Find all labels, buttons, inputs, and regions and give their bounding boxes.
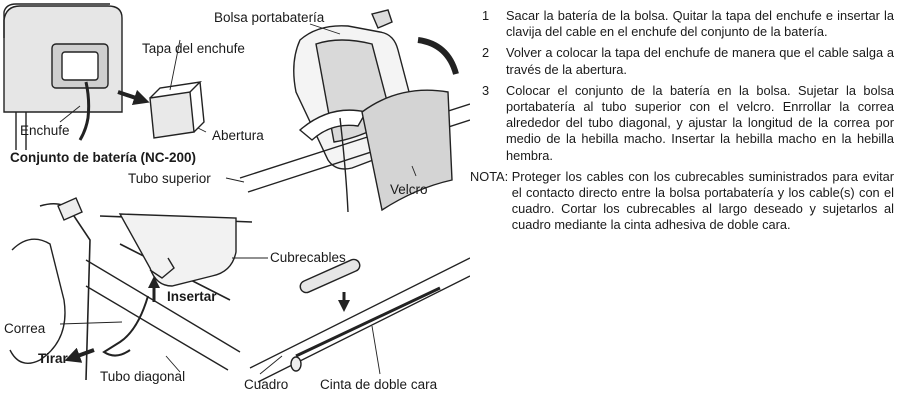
label-cinta: Cinta de doble cara — [320, 377, 438, 392]
step-number: 3 — [482, 82, 490, 98]
step-number: 2 — [482, 45, 490, 61]
step-2: 2 Volver a colocar la tapa del enchufe d… — [470, 45, 894, 77]
label-tubo-diagonal: Tubo diagonal — [100, 369, 186, 384]
step-3: 3 Colocar el conjunto de la batería en l… — [470, 83, 894, 164]
label-abertura: Abertura — [212, 128, 264, 143]
step-1: 1 Sacar la batería de la bolsa. Quitar l… — [470, 8, 894, 40]
assembly-figure: Bolsa portabatería Tapa del enchufe Ench… — [3, 3, 470, 392]
label-conjunto: Conjunto de batería (NC-200) — [10, 150, 197, 165]
label-enchufe: Enchufe — [20, 123, 70, 138]
frame-tube-drawing — [249, 257, 470, 383]
step-number: 1 — [482, 8, 490, 23]
step-text: Volver a colocar la tapa del enchufe de … — [506, 45, 894, 77]
note-text: Proteger los cables con los cubrecables … — [511, 168, 894, 233]
label-tirar: Tirar — [38, 351, 68, 366]
label-correa: Correa — [4, 321, 46, 336]
label-cubrecables: Cubrecables — [270, 250, 346, 265]
label-tapa: Tapa del enchufe — [142, 41, 245, 56]
note-label: NOTA: — [470, 168, 512, 184]
illustration — [3, 3, 470, 383]
step-text: Sacar la batería de la bolsa. Quitar la … — [506, 8, 894, 40]
mounted-pouch-drawing — [118, 213, 237, 287]
label-insertar: Insertar — [167, 289, 217, 304]
label-tubo-superior: Tubo superior — [128, 171, 211, 186]
label-velcro: Velcro — [390, 182, 428, 197]
plug-cover-drawing — [149, 91, 195, 139]
cable-cover-drawing — [299, 258, 361, 294]
velcro-drawing — [361, 89, 453, 212]
step-text: Colocar el conjunto de la batería en la … — [506, 82, 894, 163]
note: NOTA: Proteger los cables con los cubrec… — [470, 169, 894, 234]
label-cuadro: Cuadro — [244, 377, 289, 392]
instructions: 1 Sacar la batería de la bolsa. Quitar l… — [470, 8, 894, 234]
label-bolsa: Bolsa portabatería — [214, 10, 325, 25]
